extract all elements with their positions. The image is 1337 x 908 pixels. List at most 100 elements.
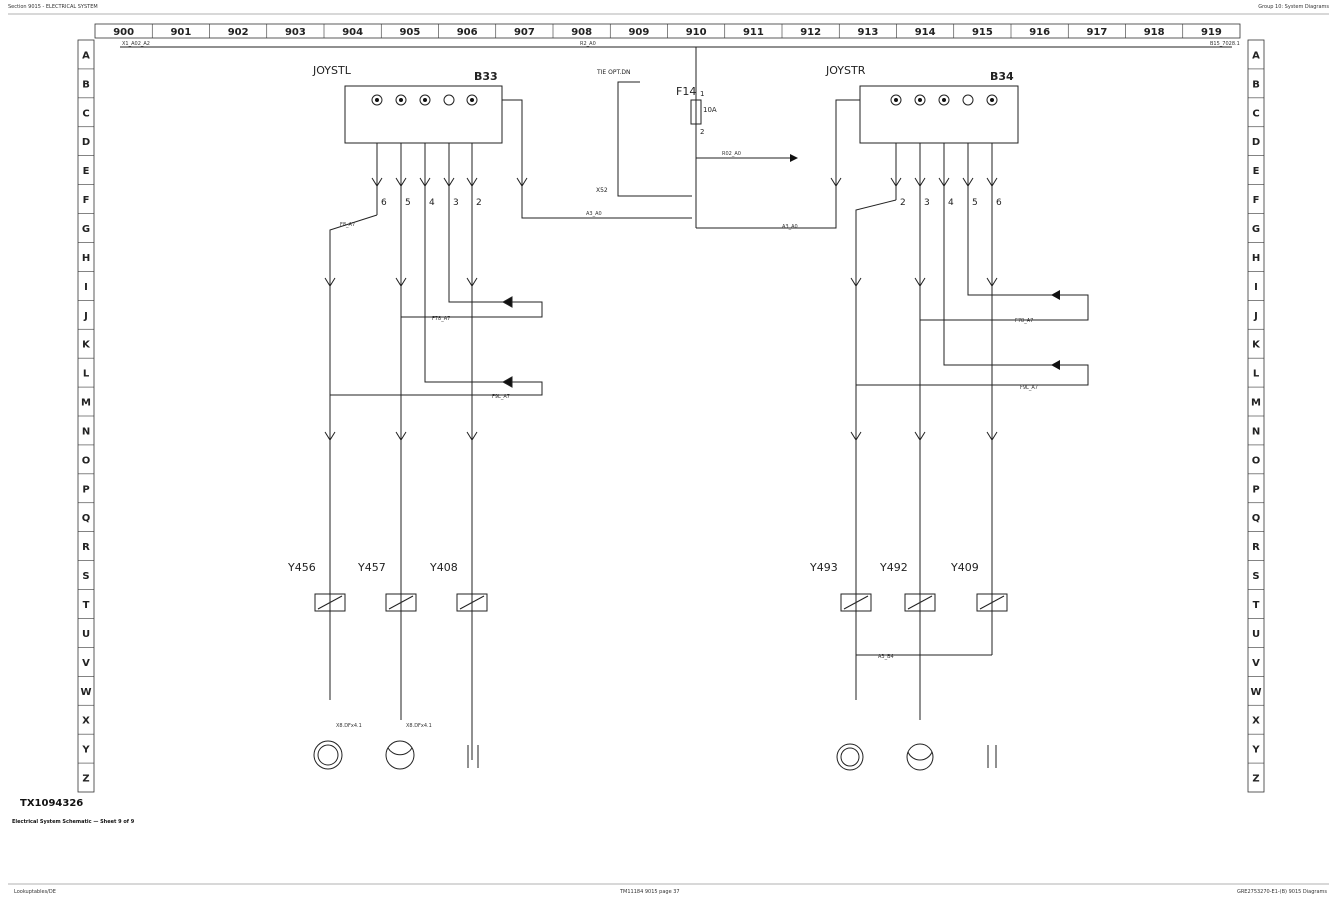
svg-text:6: 6 xyxy=(996,198,1002,208)
solenoid-y409: Y409 xyxy=(950,561,979,574)
solenoids-left xyxy=(314,593,488,612)
column-label: 903 xyxy=(285,27,306,38)
svg-text:5: 5 xyxy=(405,198,411,208)
joystick-right-contacts xyxy=(890,94,998,106)
solenoid-y457: Y457 xyxy=(357,561,386,574)
joystick-left-label: JOYSTL xyxy=(312,64,352,77)
mid-ref-left: A3_A0 xyxy=(586,211,602,217)
row-label-left: L xyxy=(83,369,90,380)
column-label: 900 xyxy=(113,27,134,38)
column-label: 913 xyxy=(857,27,878,38)
svg-text:6: 6 xyxy=(381,198,387,208)
arrows-left xyxy=(501,296,513,388)
svg-text:2: 2 xyxy=(900,198,906,208)
row-label-right: L xyxy=(1253,369,1260,380)
row-label-left: R xyxy=(82,542,90,553)
row-label-left: W xyxy=(80,687,91,698)
row-label-right: I xyxy=(1254,282,1258,293)
row-label-right: K xyxy=(1252,340,1261,351)
pin-labels-left: 6 5 4 3 2 xyxy=(381,198,482,208)
row-label-right: V xyxy=(1252,658,1260,669)
column-label: 904 xyxy=(342,27,363,38)
row-label-left: K xyxy=(82,340,91,351)
column-label: 914 xyxy=(915,27,936,38)
fuse-note: TIE OPT.DN xyxy=(596,69,630,76)
wire-label-left-2: F78_A7 xyxy=(432,316,450,322)
solenoid-y492: Y492 xyxy=(879,561,908,574)
svg-text:2: 2 xyxy=(476,198,482,208)
figure-id: TX1094326 xyxy=(20,798,84,809)
row-label-left: C xyxy=(82,108,89,119)
row-label-right: Y xyxy=(1251,745,1260,756)
column-label: 918 xyxy=(1144,27,1165,38)
row-label-left: O xyxy=(82,455,91,466)
row-label-right: X xyxy=(1252,716,1260,727)
row-label-left: Q xyxy=(82,513,91,524)
footer-left: Lookuptables/DE xyxy=(14,889,56,895)
row-label-left: G xyxy=(82,224,90,235)
column-label: 917 xyxy=(1086,27,1107,38)
wire-label-left-1: F8_A7 xyxy=(340,222,355,228)
row-label-right: O xyxy=(1252,455,1261,466)
joystick-right-ref: B34 xyxy=(990,70,1014,83)
wire-label-left-3: F9L_A7 xyxy=(492,394,510,400)
column-label: 912 xyxy=(800,27,821,38)
joystick-right-box xyxy=(859,85,1019,144)
row-label-left: X xyxy=(82,716,90,727)
row-label-left: M xyxy=(81,398,91,409)
fuse-rating: 10A xyxy=(703,106,717,114)
arrows-right xyxy=(1051,290,1060,370)
ground-ref-left-2: X8.DFx4.1 xyxy=(406,723,432,729)
connectors-right xyxy=(830,177,998,441)
row-label-left: S xyxy=(82,571,89,582)
fuse-label: F14 xyxy=(676,85,696,98)
row-label-left: Y xyxy=(81,745,90,756)
column-label: 908 xyxy=(571,27,592,38)
row-label-right: Z xyxy=(1252,774,1259,785)
joystick-left-ref: B33 xyxy=(474,70,498,83)
svg-text:3: 3 xyxy=(924,198,930,208)
pin-labels-right: 2 3 4 5 6 xyxy=(900,198,1002,208)
row-label-left: J xyxy=(83,311,88,322)
top-left-ref: X1_A02_A2 xyxy=(122,41,150,47)
row-label-right: F xyxy=(1253,195,1260,206)
mid-ref-right: A3_A0 xyxy=(782,224,798,230)
row-label-right: D xyxy=(1252,137,1260,148)
column-label: 909 xyxy=(628,27,649,38)
row-label-right: C xyxy=(1252,108,1259,119)
row-label-right: G xyxy=(1252,224,1260,235)
row-label-right: M xyxy=(1251,398,1261,409)
solenoid-y408: Y408 xyxy=(429,561,458,574)
column-label: 902 xyxy=(228,27,249,38)
svg-text:4: 4 xyxy=(429,198,435,208)
row-label-right: T xyxy=(1253,600,1260,611)
top-center-ref: R2_A0 xyxy=(580,41,596,47)
function-symbols-left xyxy=(313,740,479,770)
top-right-ref: B15_7028.1 xyxy=(1210,41,1240,47)
row-label-left: I xyxy=(84,282,88,293)
row-label-right: Q xyxy=(1252,513,1261,524)
row-label-right: H xyxy=(1252,253,1260,264)
row-label-right: W xyxy=(1250,687,1261,698)
row-label-right: R xyxy=(1252,542,1260,553)
row-label-right: E xyxy=(1253,166,1260,177)
footer-center: TM11184 9015 page 37 xyxy=(620,889,680,895)
row-label-right: J xyxy=(1253,311,1258,322)
wire-label-right-2: F9L_A7 xyxy=(1020,385,1038,391)
row-label-left: V xyxy=(82,658,90,669)
row-label-left: U xyxy=(82,629,90,640)
fuse-out-ref: R02_A0 xyxy=(722,151,741,157)
connector-x52: X52 xyxy=(596,187,608,194)
row-label-left: E xyxy=(83,166,90,177)
fuse-f14 xyxy=(690,99,702,125)
row-label-left: Z xyxy=(82,774,89,785)
row-label-right: B xyxy=(1252,79,1260,90)
row-label-left: A xyxy=(82,50,90,61)
row-label-left: F xyxy=(83,195,90,206)
joystick-left-contacts xyxy=(371,94,478,106)
row-label-left: D xyxy=(82,137,90,148)
fuse-pin-bottom: 2 xyxy=(700,128,704,136)
